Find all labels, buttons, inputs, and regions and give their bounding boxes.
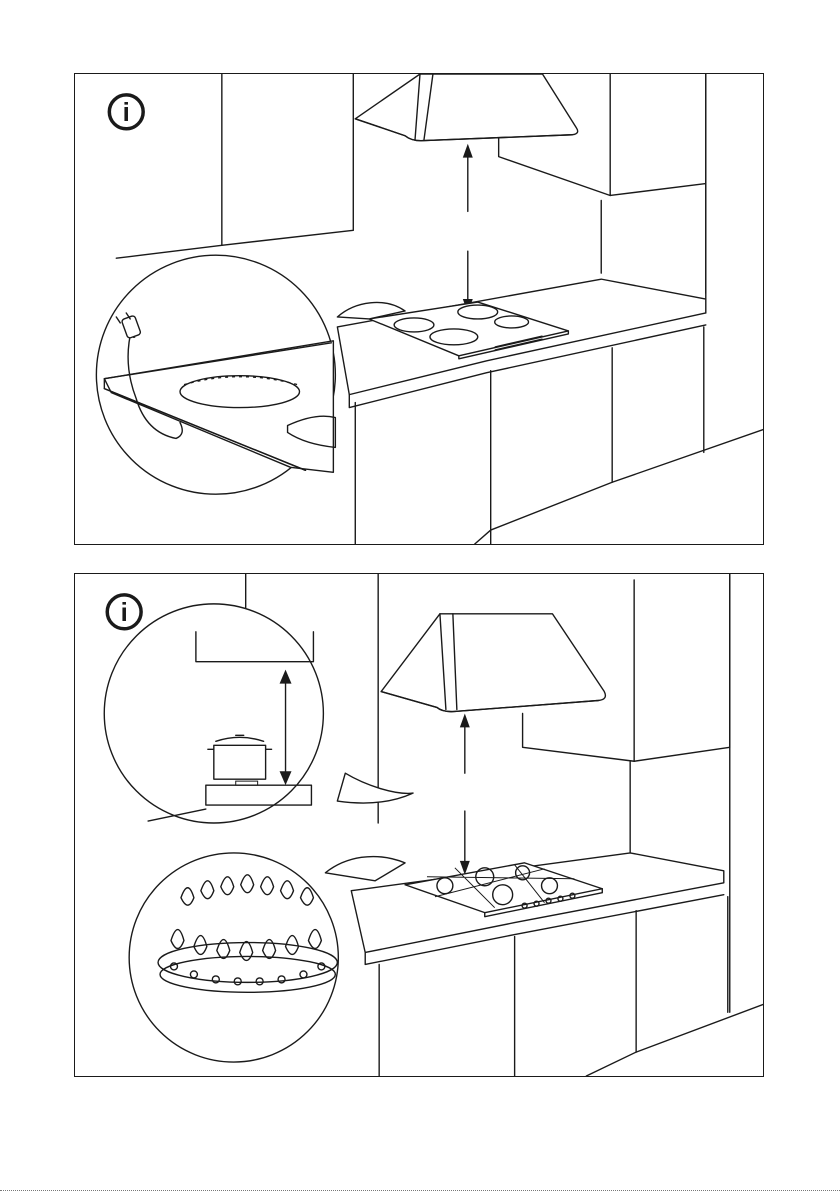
- right-wall-cabinet: [634, 574, 730, 761]
- right-cabinet-side: [523, 713, 635, 761]
- pot-clearance-bubble: [104, 604, 413, 823]
- gas-installation-illustration: i: [75, 574, 764, 1076]
- right-cabinet-side: [499, 132, 611, 196]
- induction-installation-illustration: i: [75, 74, 764, 544]
- flame-ring-bubble: [129, 853, 405, 1062]
- right-wall-cabinet: [610, 74, 706, 195]
- clearance-arrow: [463, 144, 473, 313]
- backsplash-edges: [601, 184, 706, 294]
- svg-text:i: i: [121, 599, 128, 627]
- extractor-hood: [355, 74, 577, 141]
- extractor-hood: [381, 614, 605, 712]
- gas-installation-panel: i: [74, 573, 764, 1077]
- info-icon: i: [109, 95, 143, 129]
- wall-corner: [630, 574, 730, 1012]
- induction-installation-panel: i: [74, 73, 764, 545]
- clearance-arrow: [460, 713, 470, 874]
- info-icon: i: [107, 595, 141, 629]
- left-wall-cabinet: [222, 74, 353, 245]
- page-footer-rule: [0, 1190, 840, 1191]
- svg-text:i: i: [123, 99, 130, 127]
